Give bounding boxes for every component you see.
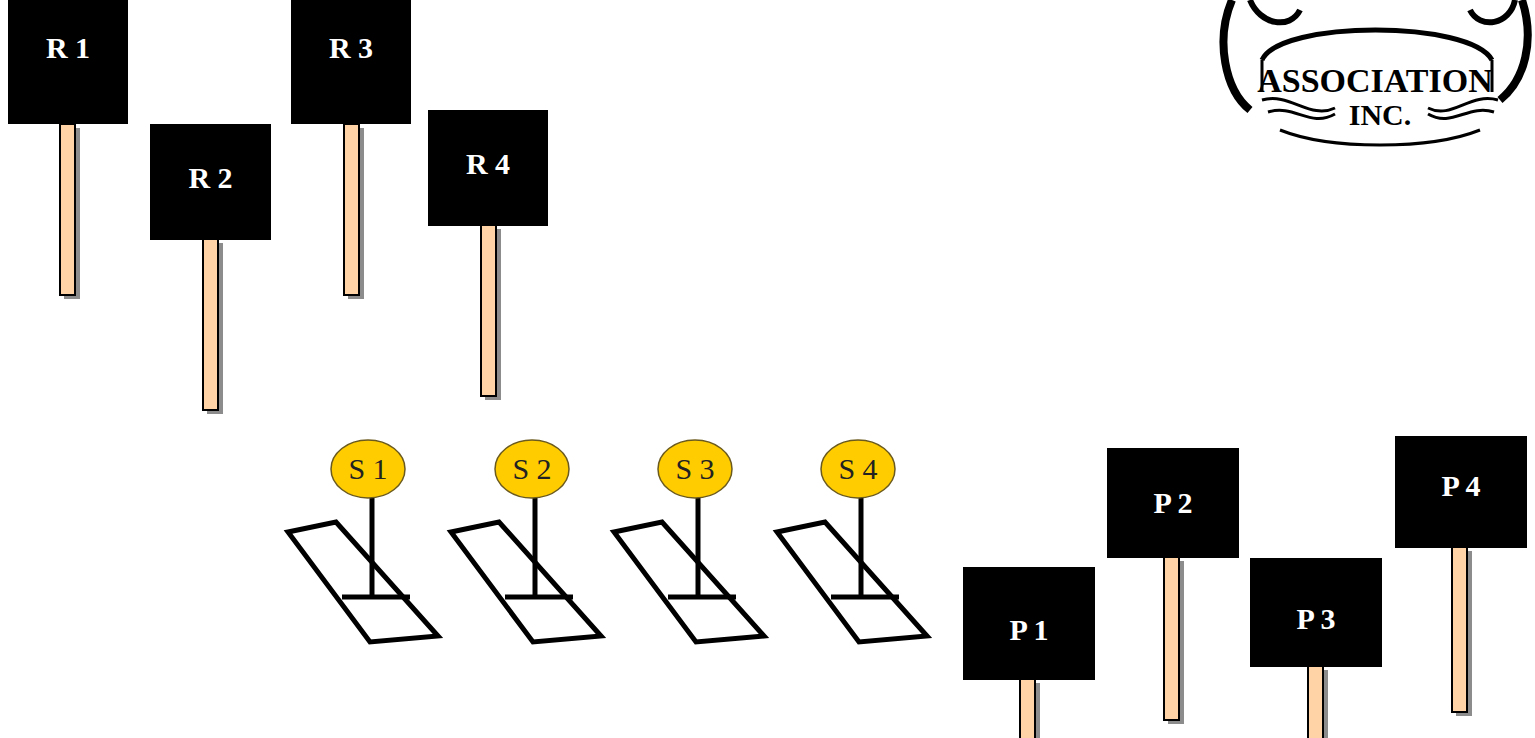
sign-label: R 4	[466, 147, 510, 181]
sign-label: P 3	[1296, 602, 1335, 636]
stand-marker: S 2	[494, 439, 570, 499]
sign-board: R 2	[150, 124, 271, 240]
logo-ornament	[1224, 0, 1528, 145]
sign-board: R 1	[8, 0, 128, 124]
sign-label: P 1	[1009, 613, 1048, 647]
stand-marker: S 3	[657, 439, 733, 499]
sign-label: P 4	[1441, 469, 1480, 503]
sign-board: R 4	[428, 110, 548, 226]
sign-label: R 3	[329, 31, 373, 65]
stand-marker: S 4	[820, 439, 896, 499]
marker-label: S 1	[348, 452, 387, 486]
marker-label: S 4	[838, 452, 877, 486]
sign-posts	[60, 124, 1472, 738]
logo-text: ASSOCIATION	[1240, 62, 1510, 100]
sign-board: R 3	[291, 0, 411, 124]
sign-board: P 2	[1107, 448, 1239, 558]
stand-marker: S 1	[330, 439, 406, 499]
sign-board: P 1	[963, 567, 1095, 680]
sign-label: P 2	[1153, 486, 1192, 520]
sign-board: P 3	[1250, 558, 1382, 667]
stand-frames	[288, 498, 927, 642]
marker-label: S 2	[512, 452, 551, 486]
marker-label: S 3	[675, 452, 714, 486]
sign-label: R 1	[46, 31, 90, 65]
logo-text: INC.	[1320, 98, 1440, 132]
sign-board: P 4	[1395, 436, 1527, 548]
sign-label: R 2	[188, 161, 232, 195]
